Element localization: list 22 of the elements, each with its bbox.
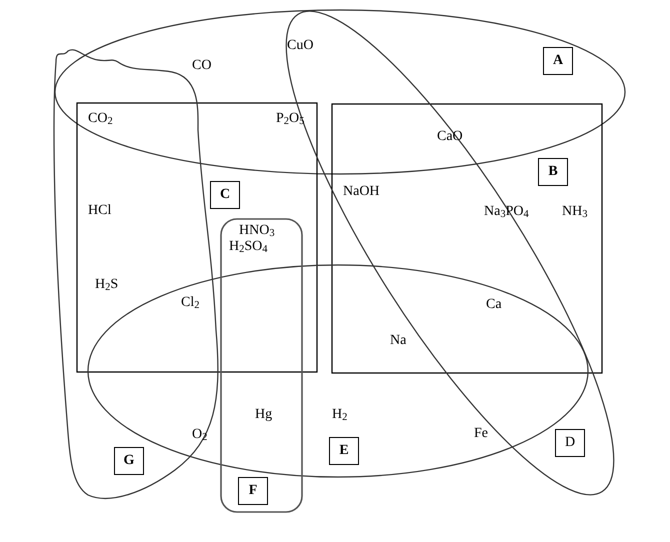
formula-label: Ca — [486, 297, 502, 312]
set-letter-box: E — [329, 437, 359, 465]
set-letter-box: G — [114, 447, 144, 475]
set-letter-box: D — [555, 429, 585, 457]
formula-label: Cl$_{2}$ — [181, 295, 200, 310]
formula-label: NaOH — [343, 184, 380, 200]
formula-label: H$_{2}$S — [95, 277, 118, 292]
formula-label: CO$_{2}$ — [88, 111, 113, 126]
formula-label: CuO — [287, 38, 314, 54]
formula-label: H$_{2}$ — [332, 407, 348, 422]
set-letter-box: A — [543, 47, 573, 75]
formula-label: H$_{2}$SO$_{4}$ — [229, 239, 268, 254]
formula-label: Na — [390, 333, 406, 348]
formula-label: HNO$_{3}$ — [239, 223, 275, 238]
formula-label: NH$_{3}$ — [562, 204, 588, 220]
formula-label: Fe — [474, 426, 488, 442]
set-letter-box: B — [538, 158, 568, 186]
formula-label: Hg — [255, 407, 272, 422]
formula-label: HCl — [88, 203, 112, 218]
formula-label: CO — [192, 58, 212, 74]
set-letter-box: C — [210, 181, 240, 209]
set-letter-box: F — [238, 477, 268, 505]
